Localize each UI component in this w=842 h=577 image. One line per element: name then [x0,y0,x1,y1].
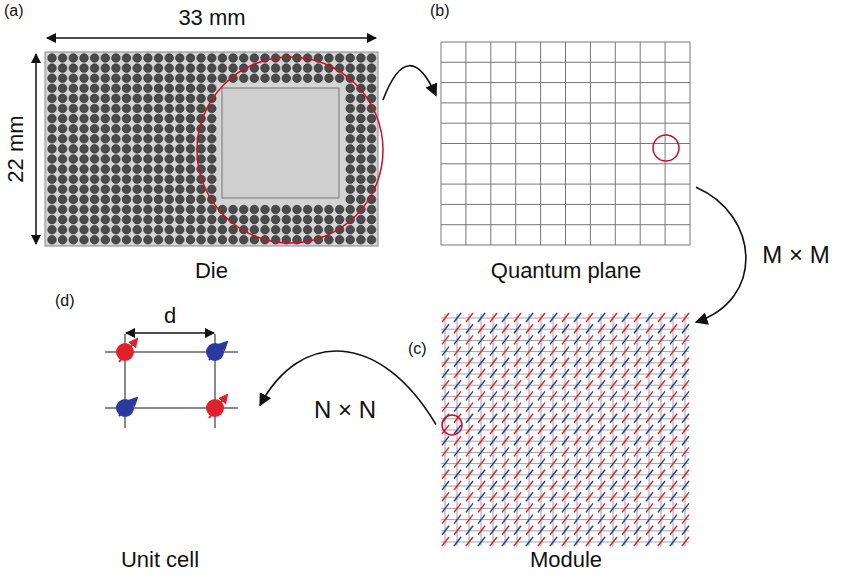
panel-caption: Module [436,547,696,573]
dimension-arrow [126,332,214,334]
dimension-arrow [35,54,37,244]
zoom-arrow [260,351,436,425]
edge-label: M × M [759,241,832,269]
unit-cell-lattice [105,334,238,428]
panel-letter: (c) [408,340,427,358]
panel-letter: (b) [430,2,450,20]
panel-caption: Die [40,258,383,284]
qubit-dots [48,54,376,244]
module-lattice [441,313,689,546]
zoom-circle [653,135,679,161]
dimension-label: 33 mm [178,5,245,30]
plane-grid [441,42,690,245]
dimension-label: d [164,303,176,328]
edge-label: N × N [311,396,379,424]
figure-panel: Die [40,48,383,284]
zoom-arrow [696,187,746,322]
dimension-label: 22 mm [3,115,28,182]
panel-caption: Quantum plane [436,258,696,284]
spin-qubits [116,339,227,418]
panel-letter: (a) [4,2,24,20]
die-body [45,52,378,246]
zoom-circle [197,57,383,243]
quantum-plane-area [222,88,339,198]
zoom-circle [442,415,462,435]
panel-caption: Unit cell [60,547,260,573]
figure-panel: Quantum plane [436,36,696,284]
figure-panel: Module [436,308,696,573]
dimension-arrow [47,37,376,39]
zoom-arrow [383,66,436,100]
panel-letter: (d) [55,292,75,310]
figure-panel: Unit cell [60,315,260,573]
